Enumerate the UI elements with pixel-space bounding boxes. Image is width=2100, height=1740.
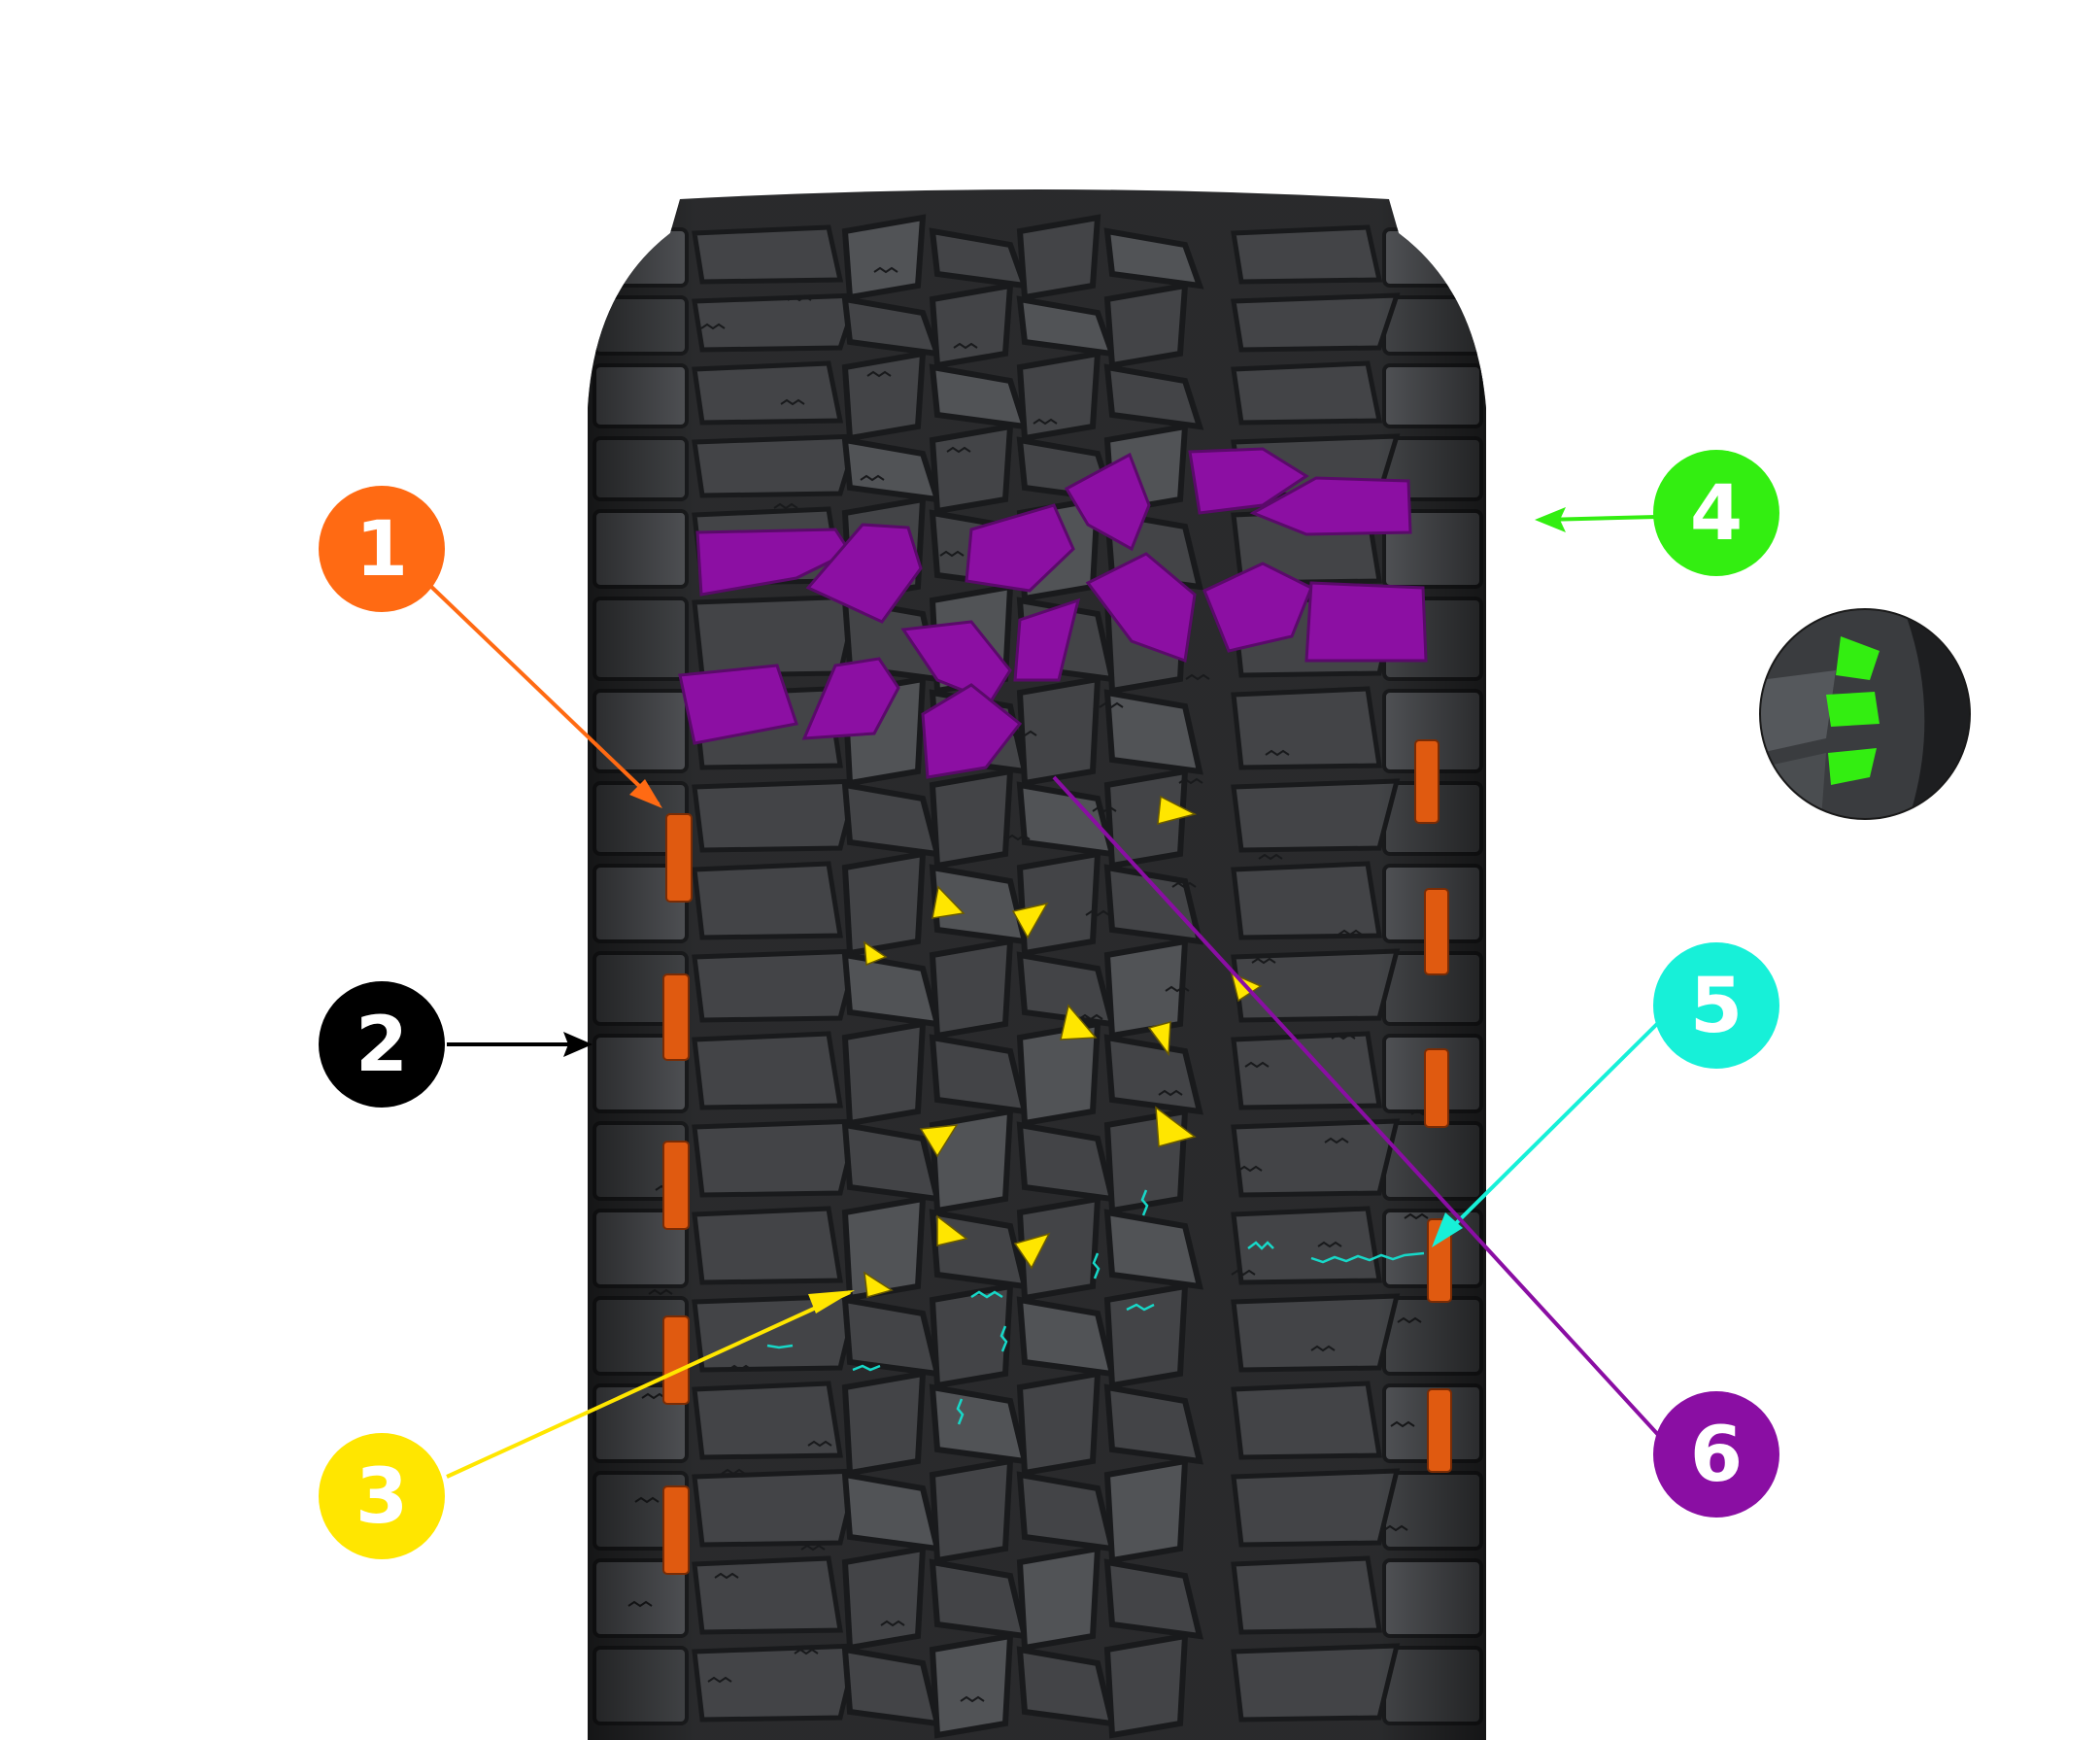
- cyan-sipe: [1092, 1252, 1101, 1279]
- callout-5: 5: [1653, 942, 1779, 1069]
- orange-slot: [1424, 1048, 1449, 1128]
- cyan-sipe: [1247, 1241, 1274, 1250]
- purple-block: [921, 683, 1023, 779]
- callout-3: 3: [319, 1433, 445, 1559]
- yellow-ejector: [931, 885, 965, 919]
- leader-line-4: [1543, 515, 1657, 522]
- purple-block: [1085, 552, 1197, 664]
- purple-block: [900, 620, 1012, 703]
- callout-4: 4: [1653, 450, 1779, 576]
- purple-block: [1202, 562, 1313, 653]
- callout-number-3: 3: [356, 1453, 408, 1541]
- callout-number-2: 2: [356, 1002, 408, 1089]
- purple-block: [805, 523, 923, 624]
- yellow-ejector: [864, 940, 888, 967]
- green-sidewall-lug: [1828, 748, 1877, 785]
- purple-block: [1249, 476, 1412, 536]
- cyan-sipe: [956, 1398, 965, 1425]
- orange-slot: [1427, 1218, 1452, 1303]
- purple-block: [801, 657, 900, 740]
- arrowhead-3: [808, 1290, 855, 1314]
- cyan-sipe: [766, 1344, 794, 1349]
- yellow-ejector: [1147, 1021, 1171, 1057]
- purple-highlight-blocks: [678, 447, 1428, 779]
- orange-slot: [662, 1141, 690, 1230]
- yellow-ejector: [1157, 795, 1198, 826]
- callout-number-5: 5: [1690, 963, 1743, 1050]
- orange-slot: [1424, 888, 1449, 975]
- tread-sipe: [621, 247, 646, 255]
- yellow-ejector: [1011, 902, 1049, 939]
- callout-badge-1: [319, 486, 445, 612]
- callout-6: 6: [1653, 1391, 1779, 1518]
- cyan-sipe: [999, 1325, 1008, 1352]
- callout-badge-4: [1653, 450, 1779, 576]
- purple-block: [965, 503, 1075, 593]
- orange-slot: [665, 813, 693, 903]
- orange-slot: [662, 973, 690, 1061]
- yellow-ejector: [1013, 1232, 1051, 1270]
- yellow-ejector: [919, 1124, 959, 1158]
- callout-number-6: 6: [1690, 1412, 1743, 1499]
- cyan-sipe: [1126, 1303, 1155, 1312]
- yellow-ejector: [864, 1271, 894, 1298]
- arrowhead-2: [563, 1032, 593, 1057]
- orange-shoulder-slots: [662, 739, 1452, 1575]
- callout-badge-5: [1653, 942, 1779, 1069]
- purple-block: [678, 664, 798, 745]
- arrowhead-4: [1535, 507, 1566, 532]
- callout-badge-3: [319, 1433, 445, 1559]
- yellow-ejector: [936, 1214, 968, 1246]
- orange-slot: [662, 1315, 690, 1405]
- leader-line-5: [1436, 1018, 1663, 1244]
- tire: [588, 189, 1486, 1740]
- callout-badge-2: [319, 981, 445, 1108]
- yellow-ejector: [1060, 1004, 1098, 1041]
- yellow-stone-ejectors: [864, 795, 1263, 1298]
- orange-slot: [662, 1485, 690, 1575]
- cyan-sipes: [766, 1189, 1425, 1425]
- leader-line-6: [1052, 775, 1663, 1440]
- callout-1: 1: [319, 486, 445, 612]
- sidewall-inset-detail: [1760, 609, 1970, 819]
- leader-line-1: [425, 581, 660, 806]
- callout-number-4: 4: [1690, 470, 1743, 558]
- leader-line-3: [446, 1290, 851, 1479]
- purple-block: [1064, 452, 1151, 552]
- cyan-sipe: [1310, 1251, 1425, 1264]
- leader-lines: [425, 507, 1663, 1479]
- green-sidewall-lug: [1836, 636, 1880, 680]
- callout-number-1: 1: [356, 506, 408, 594]
- cyan-sipe: [970, 1290, 1003, 1299]
- purple-block: [1188, 447, 1309, 515]
- callout-badge-6: [1653, 1391, 1779, 1518]
- green-sidewall-lug: [1826, 692, 1880, 727]
- purple-block: [1304, 581, 1428, 663]
- cyan-sipe: [1140, 1189, 1149, 1216]
- callout-2: 2: [319, 981, 445, 1108]
- tire-edge-shade: [588, 189, 1486, 1740]
- orange-slot: [1414, 739, 1440, 824]
- cyan-sipe: [852, 1364, 881, 1372]
- purple-block: [1013, 597, 1081, 682]
- sidewall-inset: [1759, 608, 1971, 820]
- arrowhead-5: [1432, 1212, 1463, 1247]
- orange-slot: [1427, 1388, 1452, 1473]
- yellow-ejector: [1155, 1106, 1197, 1147]
- arrowhead-1: [629, 779, 662, 808]
- purple-block: [695, 528, 853, 597]
